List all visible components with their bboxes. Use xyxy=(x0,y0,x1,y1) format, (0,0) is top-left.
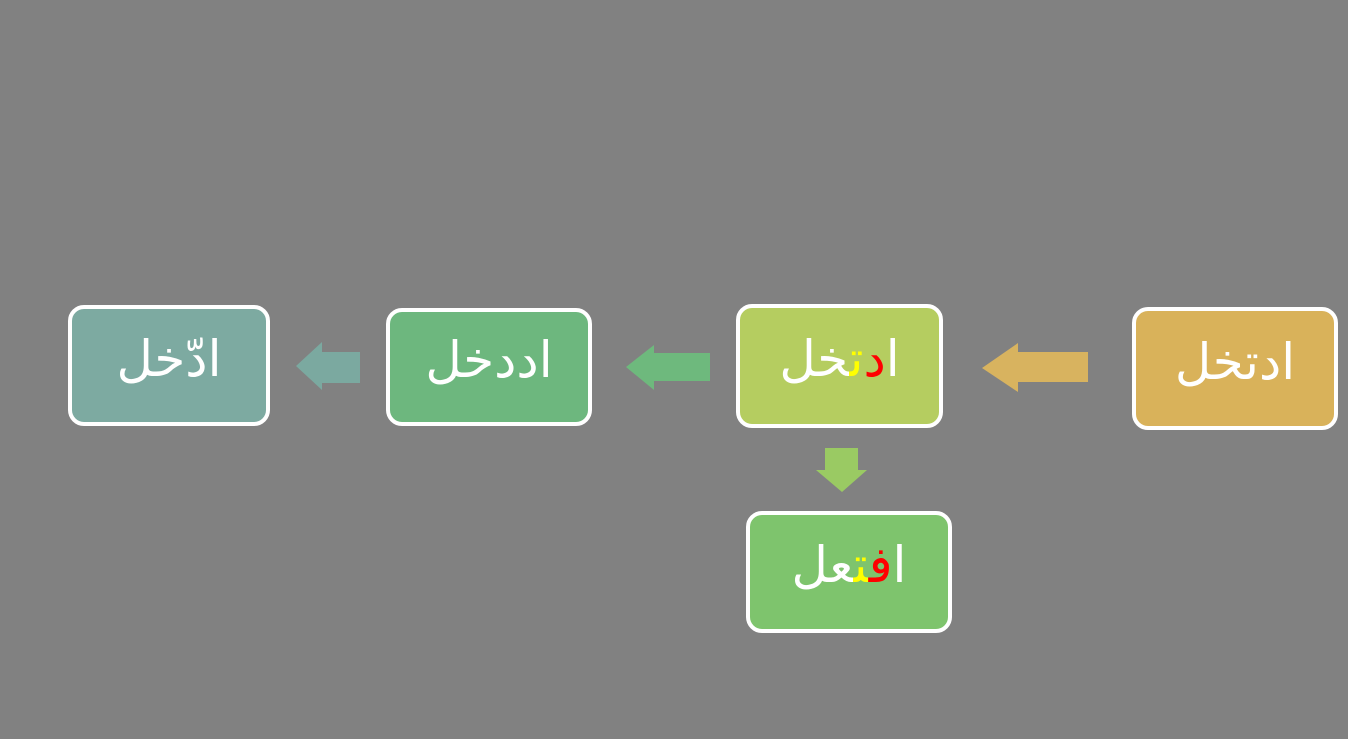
left-arrow-3 xyxy=(296,342,360,390)
flow-node-step-2: ادت‍‍خل xyxy=(736,304,943,428)
letter-segment: ادّخل xyxy=(116,329,222,388)
node-label: ادت‍‍خل xyxy=(779,334,899,398)
letter-segment: د xyxy=(863,330,886,388)
node-label: ادتخل xyxy=(1175,337,1295,401)
letter-segment: ا xyxy=(885,330,900,388)
letter-segment: ‍خل xyxy=(779,330,850,388)
left-arrow-2 xyxy=(626,345,710,390)
down-arrow xyxy=(816,448,867,492)
flow-node-step-1: ادتخل xyxy=(1132,307,1338,430)
node-label: ادّخل xyxy=(117,334,222,398)
node-label: اددخل xyxy=(425,335,552,399)
flow-node-step-4: ادّخل xyxy=(68,305,270,426)
letter-segment: اددخل xyxy=(425,331,553,389)
letter-segment: ف‍ xyxy=(868,536,893,594)
flow-node-pattern-result: اف‍‍ت‍‍عل xyxy=(746,511,952,633)
letter-segment: ت‍ xyxy=(849,330,864,388)
letter-segment: ا xyxy=(892,536,907,594)
flow-node-step-3: اددخل xyxy=(386,308,592,426)
letter-segment: ‍عل xyxy=(791,536,854,594)
letter-segment: ادتخل xyxy=(1174,332,1296,391)
left-arrow-1 xyxy=(982,343,1088,392)
letter-segment: ‍ت‍ xyxy=(853,536,869,594)
node-label: اف‍‍ت‍‍عل xyxy=(792,540,907,604)
